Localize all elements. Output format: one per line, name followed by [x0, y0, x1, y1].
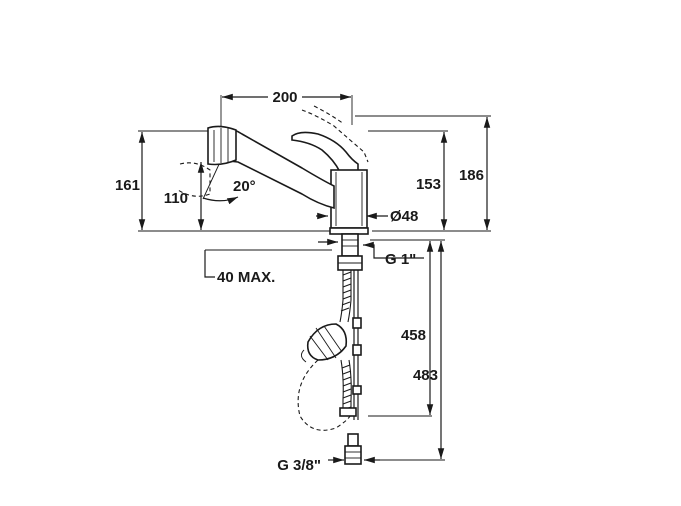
connector-upper: [347, 433, 359, 447]
base-flange: [329, 227, 369, 235]
dim-186: 186: [459, 167, 484, 184]
flexible-hoses: [297, 270, 362, 465]
connector-g38: [344, 445, 362, 465]
dim-110: 110: [164, 190, 188, 207]
extension-lines: [138, 95, 491, 461]
dim-483: 483: [413, 367, 438, 384]
dim-161: 161: [115, 177, 140, 194]
dim-153: 153: [416, 176, 441, 193]
dim-thread-g1: G 1": [385, 251, 416, 268]
dim-diameter-48: Ø48: [390, 208, 418, 225]
lever-raised-outline: [301, 109, 369, 163]
faucet-body: [177, 105, 369, 271]
dimension-lines: [138, 93, 491, 464]
dim-40-max: 40 MAX.: [217, 269, 275, 286]
spray-head: [207, 125, 237, 166]
dim-458: 458: [401, 327, 426, 344]
dim-angle-20: 20°: [233, 178, 256, 195]
lever-handle: [291, 131, 359, 173]
threaded-shank: [341, 233, 359, 257]
dimension-labels: 200 161 110 20° 153 186 Ø48 G 1" 40 MAX.…: [115, 89, 484, 474]
dim-200: 200: [272, 89, 297, 106]
hose-loop: [297, 359, 351, 431]
hose-weight: [306, 323, 348, 361]
dim-thread-g38: G 3/8": [277, 457, 321, 474]
spray-head-tilted: [177, 162, 211, 197]
